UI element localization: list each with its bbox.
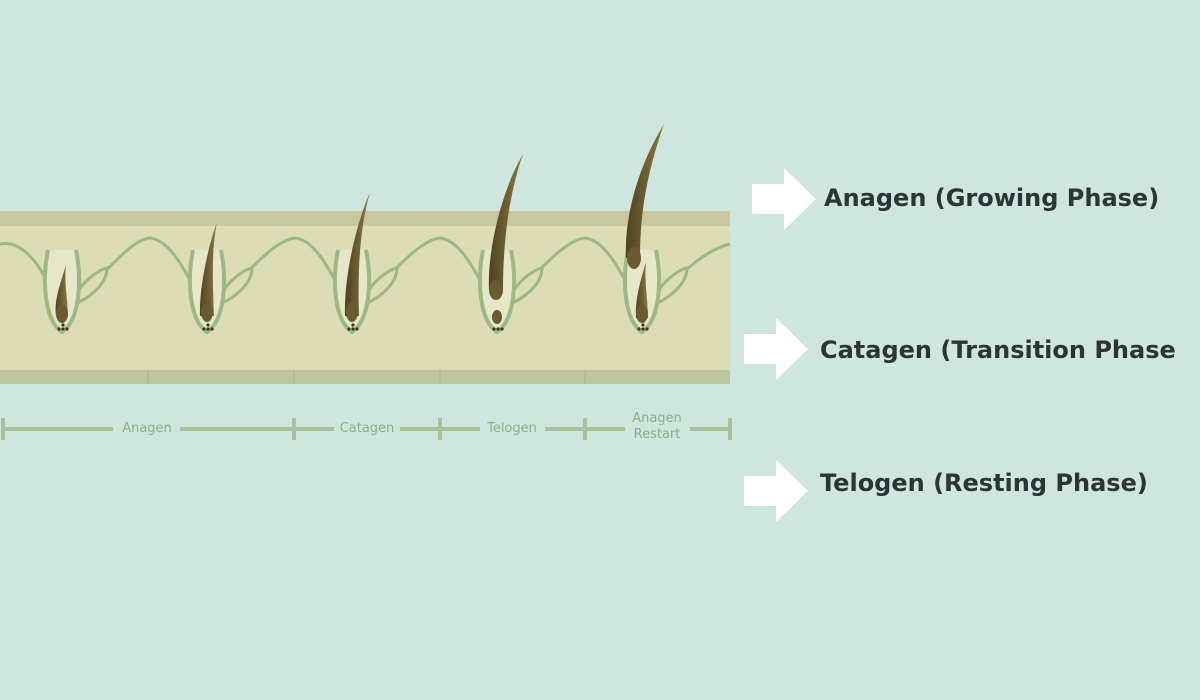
follicle-5 <box>622 124 689 335</box>
new-hair-bud <box>492 310 502 324</box>
new-hair-shaft <box>635 262 648 318</box>
hair-club <box>489 280 503 300</box>
hair-bulb <box>201 302 213 322</box>
arrow-right-icon <box>744 318 808 380</box>
follicle-2 <box>187 222 254 335</box>
hair-bulb <box>56 305 68 323</box>
old-hair-shaft <box>625 124 664 258</box>
phase-label-telogen: Telogen (Resting Phase) <box>820 469 1148 497</box>
phase-label-anagen: Anagen (Growing Phase) <box>824 184 1160 212</box>
new-hair-bulb <box>636 305 648 323</box>
hair-bulb <box>346 302 358 322</box>
old-hair-club <box>627 247 641 269</box>
hair-shaft <box>199 222 217 316</box>
hair-shaft <box>488 154 523 290</box>
skin-top-band <box>0 211 730 226</box>
timeline-label-telogen: Telogen <box>486 421 537 436</box>
follicle-3 <box>332 192 399 335</box>
hair-shaft <box>55 265 68 316</box>
phase-label-catagen: Catagen (Transition Phase <box>820 336 1176 364</box>
timeline-label-anagen-restart-1: Anagen <box>632 411 682 426</box>
phase-timeline: Anagen Catagen Telogen Anagen Restart <box>1 411 732 442</box>
timeline-label-catagen: Catagen <box>340 421 395 436</box>
timeline-label-anagen-restart-2: Restart <box>634 427 681 442</box>
hair-shaft <box>344 192 370 316</box>
arrow-right-icon <box>752 168 816 230</box>
arrow-right-icon <box>744 460 808 522</box>
follicle-1 <box>42 249 109 335</box>
follicle-4 <box>477 154 544 335</box>
dermis-wave <box>0 236 731 302</box>
timeline-label-anagen: Anagen <box>122 421 172 436</box>
skin-bottom-band <box>0 370 730 384</box>
